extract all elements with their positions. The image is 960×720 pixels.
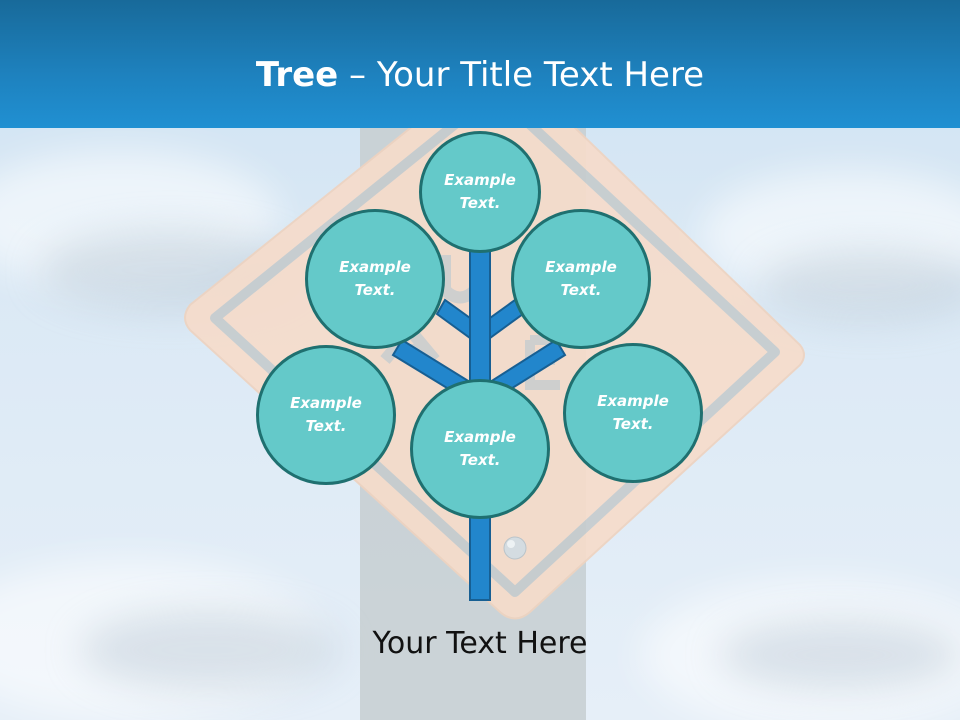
background-cloud (80, 610, 340, 690)
tree-node-upper-left[interactable]: Example Text. (305, 209, 445, 349)
tree-node-top[interactable]: Example Text. (419, 131, 541, 253)
background-cloud (700, 170, 960, 300)
node-text-line1: Example (545, 258, 617, 276)
title-bar (0, 0, 960, 128)
node-text-line1: Example (597, 392, 669, 410)
node-text-line2: Text. (354, 281, 396, 299)
node-text-line2: Text. (305, 417, 347, 435)
background-cloud (0, 560, 320, 720)
node-text-line2: Text. (459, 451, 501, 469)
tree-node-lower-left[interactable]: Example Text. (256, 345, 396, 485)
node-text-line2: Text. (459, 194, 501, 212)
background-cloud (0, 150, 280, 290)
slide-title: Tree – Your Title Text Here (0, 52, 960, 98)
background-cloud (760, 250, 960, 320)
node-text-line2: Text. (560, 281, 602, 299)
node-text-line1: Example (290, 394, 362, 412)
tree-node-center[interactable]: Example Text. (410, 379, 550, 519)
background-cloud (640, 580, 960, 720)
title-text: – Your Title Text Here (338, 55, 705, 95)
title-bold: Tree (255, 55, 339, 95)
sign-bolt (503, 536, 527, 560)
caption-text: Your Text Here (372, 626, 588, 661)
background-cloud (720, 620, 960, 690)
node-text-line1: Example (444, 171, 516, 189)
node-text-line1: Example (339, 258, 411, 276)
tree-node-upper-right[interactable]: Example Text. (511, 209, 651, 349)
node-text-line1: Example (444, 428, 516, 446)
tree-node-lower-right[interactable]: Example Text. (563, 343, 703, 483)
node-text-line2: Text. (612, 415, 654, 433)
